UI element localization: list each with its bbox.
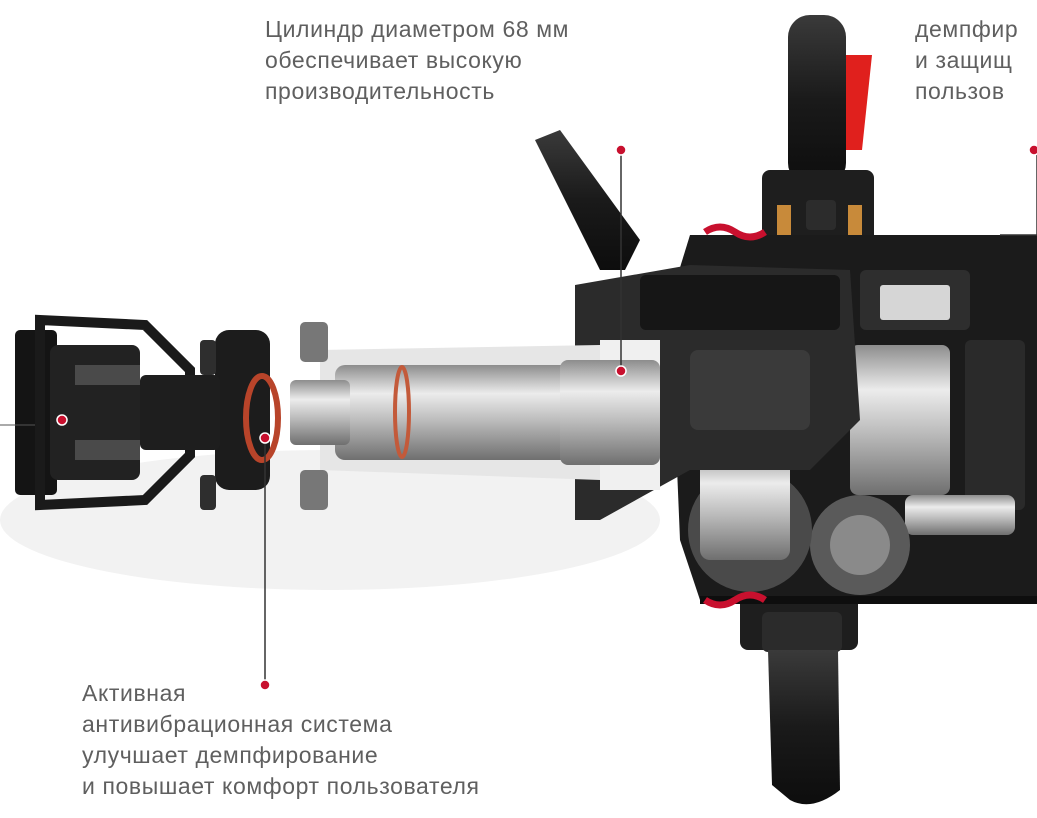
tool-chuck <box>0 314 220 511</box>
callout-dot-icon <box>615 365 627 377</box>
callout-lines <box>264 150 1037 683</box>
handle-caption: демпфир и защищ пользов <box>915 14 1018 107</box>
top-handle <box>762 15 874 245</box>
caption-line: производительность <box>265 78 495 104</box>
caption-line: Цилиндр диаметром 68 мм <box>265 16 570 42</box>
caption-line: Активная <box>82 680 187 706</box>
caption-line: и повышает комфорт пользователя <box>82 773 480 799</box>
caption-line: антивибрационная система <box>82 711 393 737</box>
caption-line: демпфир <box>915 16 1019 42</box>
cylinder-barrel <box>290 345 660 480</box>
callout-dot-icon <box>1028 144 1037 156</box>
callout-dot-icon <box>259 679 271 691</box>
anti-vibration-collar <box>200 322 328 510</box>
trigger-switch <box>846 55 872 150</box>
nozzle <box>535 130 640 270</box>
cylinder-caption: Цилиндр диаметром 68 мм обеспечивает выс… <box>265 14 569 107</box>
callout-dot-icon <box>56 414 68 426</box>
callout-dot-icon <box>259 432 271 444</box>
antivibration-caption: Активная антивибрационная система улучша… <box>82 678 480 802</box>
callout-dot-icon <box>615 144 627 156</box>
bottom-handle <box>740 590 858 805</box>
caption-line: улучшает демпфирование <box>82 742 379 768</box>
caption-line: и защищ <box>915 47 1013 73</box>
caption-line: обеспечивает высокую <box>265 47 523 73</box>
caption-line: пользов <box>915 78 1005 104</box>
